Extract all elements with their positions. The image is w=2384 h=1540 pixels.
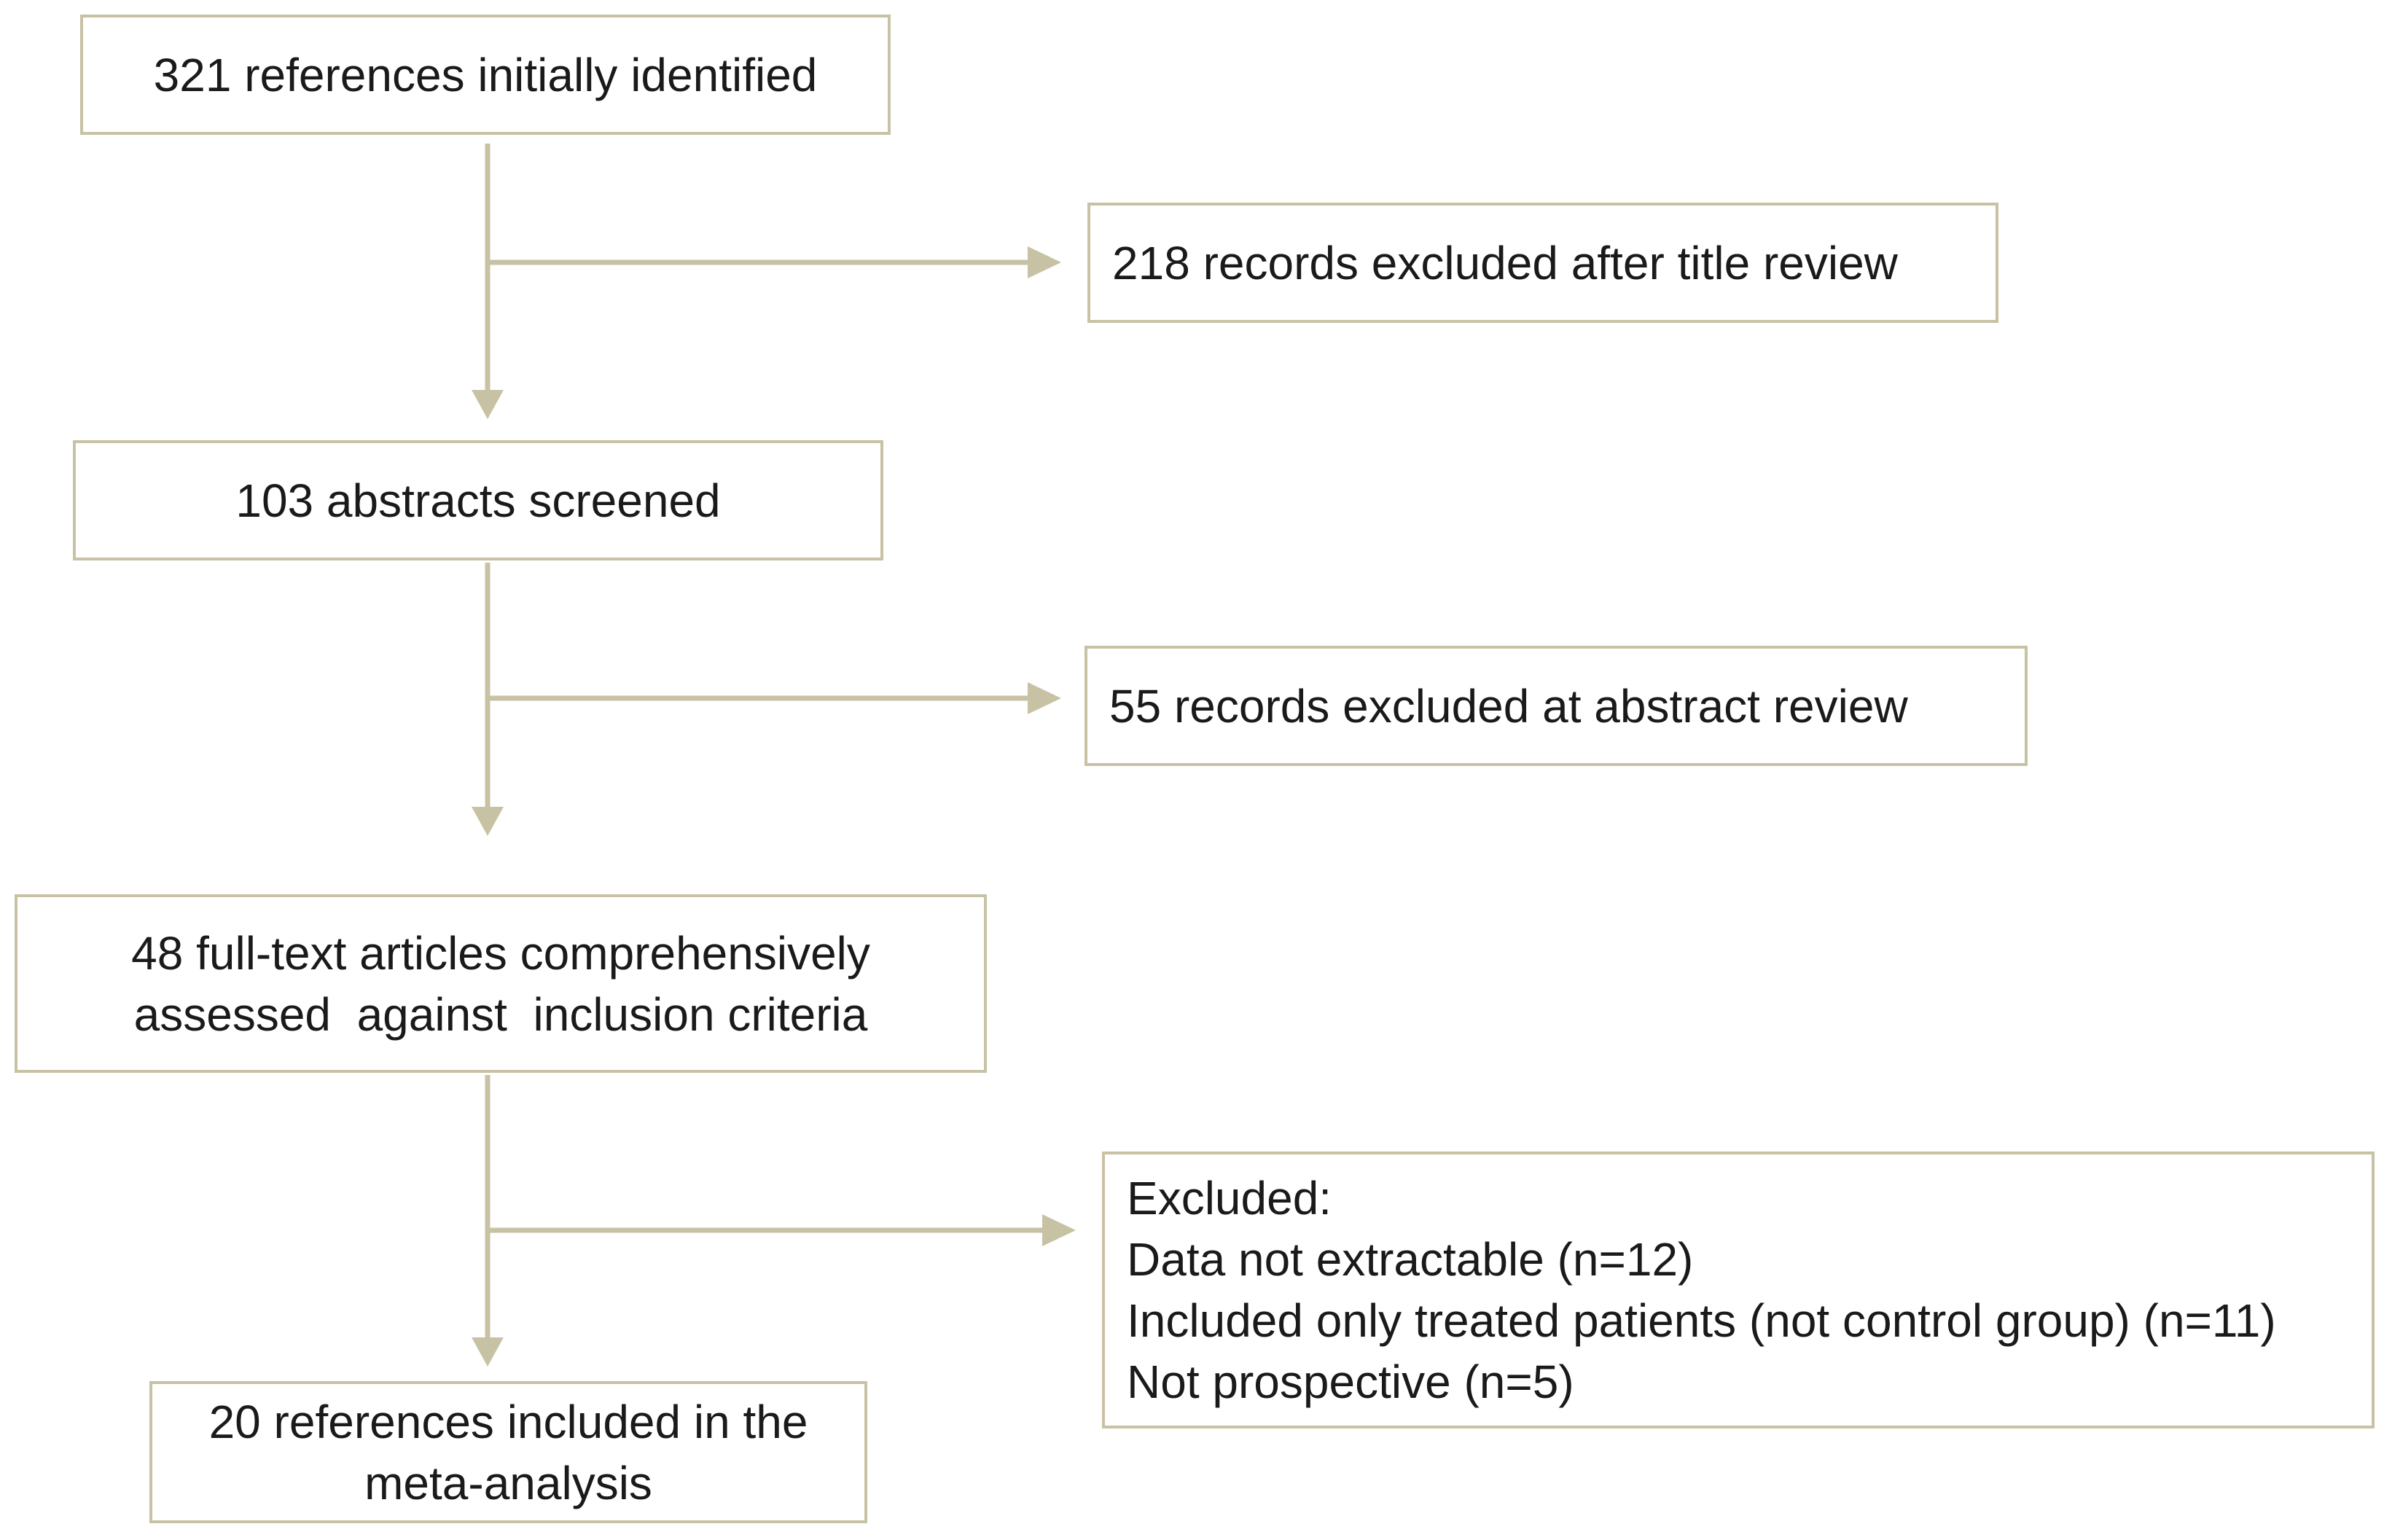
- box-references-included-line-2: meta-analysis: [364, 1456, 652, 1509]
- arrowhead-to-excluded-abstract: [1028, 682, 1061, 714]
- box-references-included-line-1: 20 references included in the: [208, 1395, 808, 1448]
- box-references-identified-text: 321 references initially identified: [153, 48, 818, 101]
- excluded-reason-data-not-extractable: Data not extractable (n=12): [1127, 1233, 1694, 1286]
- box-fulltext-assessed: 48 full-text articles comprehensively as…: [15, 894, 987, 1073]
- box-fulltext-assessed-line-1: 48 full-text articles comprehensively: [131, 926, 870, 980]
- box-excluded-fulltext: Excluded: Data not extractable (n=12) In…: [1102, 1152, 2375, 1428]
- box-excluded-abstract-review-text: 55 records excluded at abstract review: [1109, 679, 1908, 732]
- arrowhead-to-assessed: [472, 807, 504, 836]
- box-excluded-title-review-text: 218 records excluded after title review: [1112, 236, 1898, 289]
- box-abstracts-screened: 103 abstracts screened: [73, 440, 883, 560]
- arrowhead-to-excluded-fulltext: [1042, 1214, 1076, 1246]
- box-abstracts-screened-text: 103 abstracts screened: [235, 474, 721, 527]
- box-excluded-abstract-review: 55 records excluded at abstract review: [1084, 646, 2028, 766]
- box-fulltext-assessed-line-2: assessed against inclusion criteria: [133, 988, 868, 1041]
- box-excluded-title-review: 218 records excluded after title review: [1087, 203, 1998, 323]
- box-references-identified: 321 references initially identified: [80, 15, 891, 135]
- excluded-reason-not-prospective: Not prospective (n=5): [1127, 1356, 1574, 1408]
- excluded-heading: Excluded:: [1127, 1172, 1332, 1224]
- box-references-included: 20 references included in the meta-analy…: [149, 1381, 867, 1523]
- arrowhead-to-excluded-title: [1028, 246, 1061, 278]
- arrowhead-to-included: [472, 1337, 504, 1367]
- excluded-reason-treated-only: Included only treated patients (not cont…: [1127, 1294, 2276, 1347]
- arrowhead-to-screened: [472, 390, 504, 419]
